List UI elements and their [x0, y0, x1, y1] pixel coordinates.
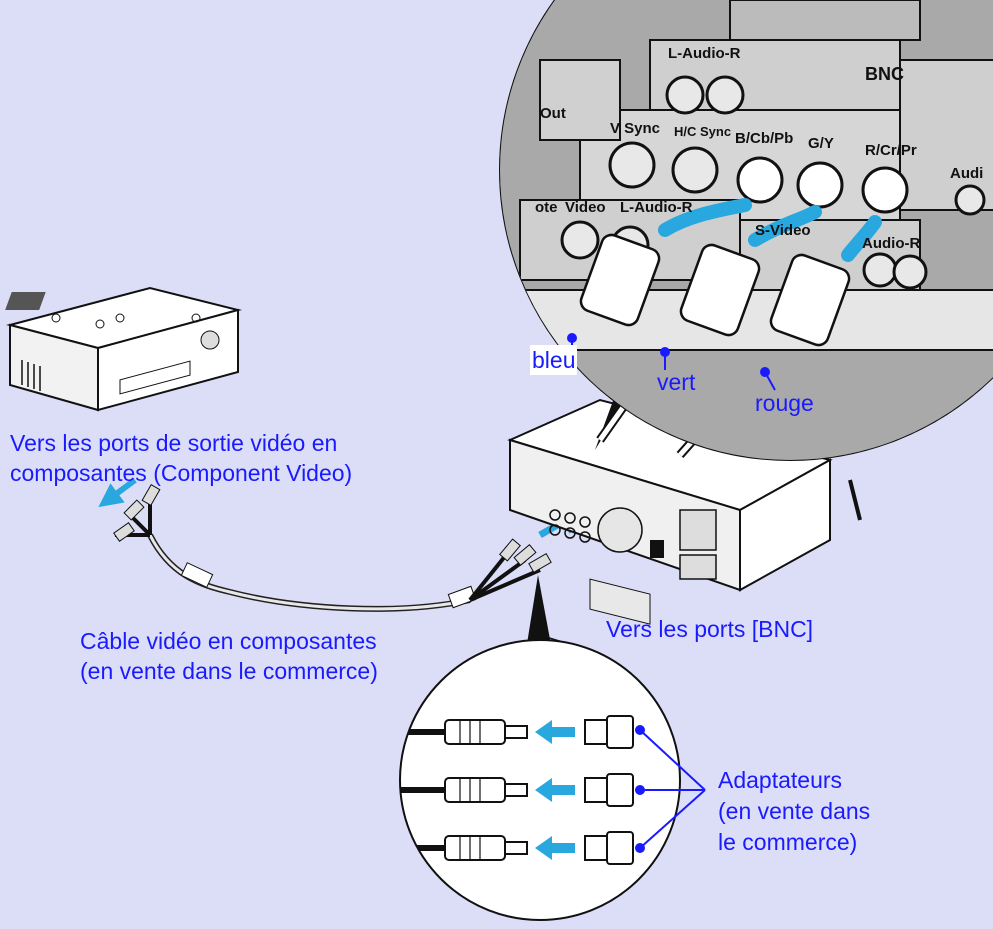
panel-label-svideo: S-Video [755, 222, 811, 239]
red-cable-label: rouge [755, 390, 814, 416]
adapters-line-3: le commerce) [718, 829, 858, 855]
zoom-pointer-bottom [526, 575, 552, 650]
output-arrow [98, 477, 137, 508]
green-cable-label: vert [657, 369, 696, 395]
source-ports-label: Vers les ports de sortie vidéo en compos… [10, 428, 352, 488]
adapters-line-1: Adaptateurs [718, 767, 843, 793]
adapter-leader-lines [635, 725, 706, 853]
panel-label-vsync: V Sync [610, 120, 660, 137]
adapters-line-2: (en vente dans [718, 798, 871, 824]
panel-label-audio-right: Audio-R [862, 235, 920, 252]
component-cable [113, 484, 552, 612]
cable-line-1: Câble vidéo en composantes [80, 628, 377, 654]
color-leader-lines [567, 333, 776, 391]
source-ports-line-2: composantes (Component Video) [10, 460, 353, 486]
panel-label-remote: ote [535, 199, 558, 216]
cable-label: Câble vidéo en composantes (en vente dan… [80, 626, 378, 686]
panel-label-audio-top: L-Audio-R [668, 45, 741, 62]
source-ports-line-1: Vers les ports de sortie vidéo en [10, 430, 338, 456]
panel-label-audio-bottom: L-Audio-R [620, 199, 693, 216]
magnified-adapters [399, 639, 681, 921]
panel-label-out: Out [540, 105, 566, 122]
adapters-label: Adaptateurs (en vente dans le commerce) [718, 765, 870, 858]
panel-label-audio-edge: Audi [950, 165, 983, 182]
panel-label-g-y: G/Y [808, 135, 834, 152]
video-source-device [5, 286, 242, 412]
panel-label-b-cb-pb: B/Cb/Pb [735, 130, 793, 147]
panel-label-r-cr-pr: R/Cr/Pr [865, 142, 917, 159]
cable-line-2: (en vente dans le commerce) [80, 658, 378, 684]
blue-cable-label: bleu [530, 345, 578, 375]
bnc-ports-label: Vers les ports [BNC] [606, 616, 814, 642]
panel-label-hcsync: H/C Sync [674, 124, 731, 139]
panel-label-bnc: BNC [865, 64, 904, 84]
panel-label-video: Video [565, 199, 606, 216]
magnified-bnc-panel: L-Audio-R BNC Out V Sync H/C Sync B/Cb/P… [499, 0, 993, 461]
